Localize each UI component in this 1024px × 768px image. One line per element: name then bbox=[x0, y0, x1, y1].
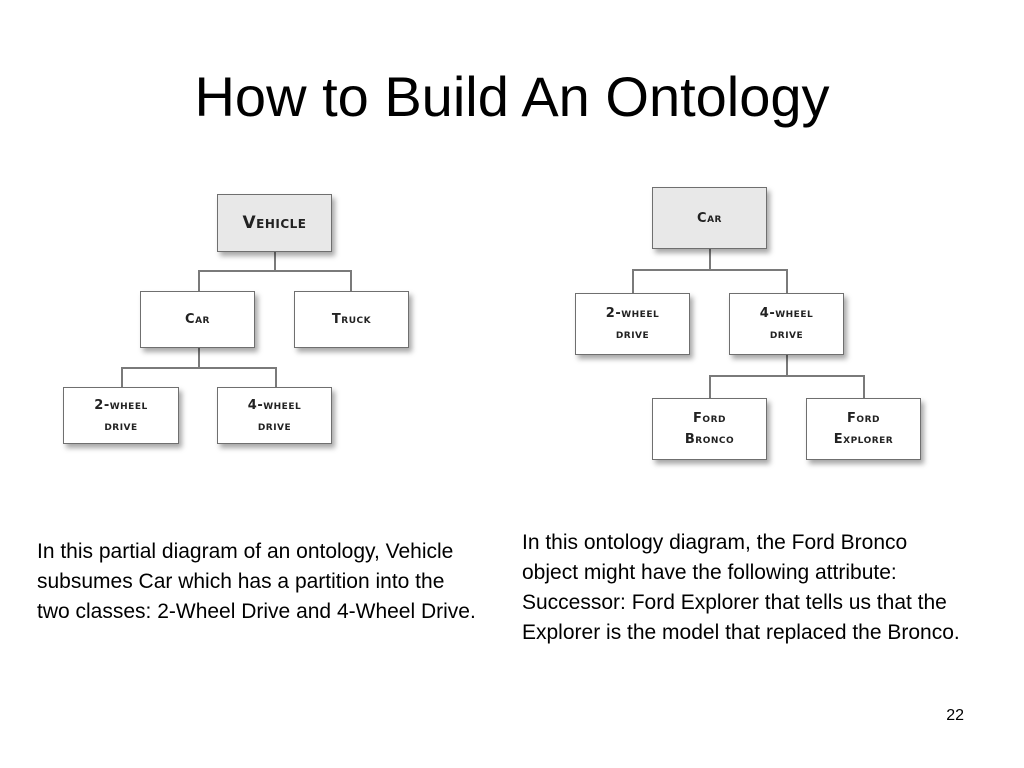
connector-line bbox=[709, 249, 711, 269]
left-diagram-caption: In this partial diagram of an ontology, … bbox=[37, 540, 476, 623]
connector-line bbox=[863, 375, 865, 398]
connector-line bbox=[198, 348, 200, 367]
node-vehicle-label: Vehicle bbox=[242, 212, 307, 233]
slide-title: How to Build An Ontology bbox=[194, 65, 830, 128]
node-vehicle: Vehicle bbox=[217, 194, 332, 252]
connector-line bbox=[198, 270, 200, 291]
node-car: Car bbox=[652, 187, 767, 249]
connector-line bbox=[786, 269, 788, 293]
connector-line bbox=[632, 269, 787, 271]
node-4-wheel-drive-label: 4-wheel drive bbox=[247, 397, 302, 434]
node-4-wheel-drive: 4-wheel drive bbox=[217, 387, 332, 444]
node-2-wheel-drive-label: 2-wheel drive bbox=[94, 397, 148, 434]
node-ford-bronco-label: Ford Bronco bbox=[684, 411, 735, 447]
connector-line bbox=[275, 367, 277, 387]
node-ford-bronco: Ford Bronco bbox=[652, 398, 767, 460]
node-car-label: Car bbox=[697, 210, 722, 226]
connector-line bbox=[121, 367, 123, 387]
node-ford-explorer: Ford Explorer bbox=[806, 398, 921, 460]
node-2-wheel-drive: 2-wheel drive bbox=[575, 293, 690, 355]
connector-line bbox=[786, 355, 788, 375]
node-car-label: Car bbox=[185, 312, 210, 327]
connector-line bbox=[709, 375, 711, 398]
connector-line bbox=[121, 367, 276, 369]
node-4-wheel-drive: 4-wheel drive bbox=[729, 293, 844, 355]
node-car: Car bbox=[140, 291, 255, 348]
page-number: 22 bbox=[946, 707, 964, 724]
right-diagram-caption: In this ontology diagram, the Ford Bronc… bbox=[522, 531, 960, 644]
node-ford-explorer-label: Ford Explorer bbox=[833, 411, 894, 447]
node-truck-label: Truck bbox=[331, 312, 372, 327]
node-2-wheel-drive-label: 2-wheel drive bbox=[605, 306, 660, 342]
connector-line bbox=[198, 270, 351, 272]
connector-line bbox=[350, 270, 352, 291]
node-4-wheel-drive-label: 4-wheel drive bbox=[759, 306, 814, 342]
node-truck: Truck bbox=[294, 291, 409, 348]
connector-line bbox=[709, 375, 864, 377]
connector-line bbox=[274, 252, 276, 270]
node-2-wheel-drive: 2-wheel drive bbox=[63, 387, 179, 444]
connector-line bbox=[632, 269, 634, 293]
